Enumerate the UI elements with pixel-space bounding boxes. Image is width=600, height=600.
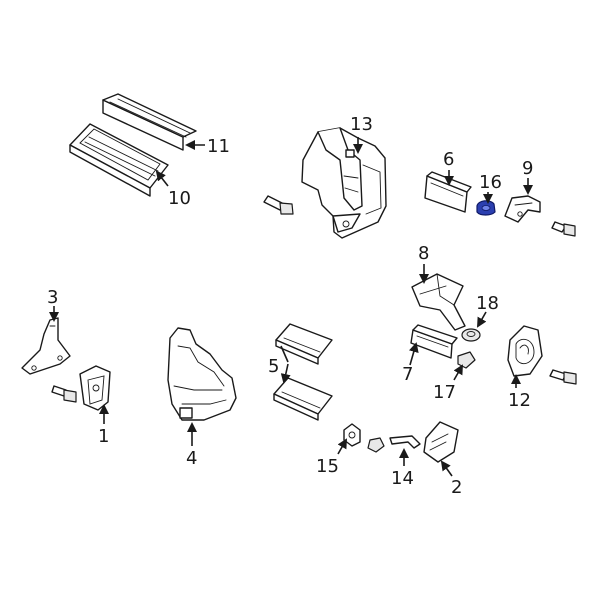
callout-10: 10 (168, 188, 191, 209)
callout-17: 17 (433, 382, 456, 403)
callout-9: 9 (522, 158, 533, 179)
filter-element-part (69, 123, 169, 197)
callout-1: 1 (98, 426, 109, 447)
module-2-part (423, 421, 459, 463)
bolt-9-part (551, 221, 576, 237)
callout-labels: 11 10 13 6 16 9 8 18 7 17 12 3 1 4 5 15 … (47, 114, 533, 498)
bracket-3-part (21, 317, 71, 375)
callout-18: 18 (476, 293, 499, 314)
bolt-13-part (263, 195, 294, 215)
callout-14: 14 (391, 468, 414, 489)
duct-8-part (411, 273, 466, 331)
callout-5: 5 (268, 356, 279, 377)
bolt-1-part (51, 385, 77, 403)
callout-2: 2 (451, 477, 462, 498)
callout-12: 12 (508, 390, 531, 411)
heater-housing-part (301, 127, 387, 239)
bracket-9-part (504, 195, 541, 223)
core-5-lower-part (273, 377, 333, 421)
callout-8: 8 (418, 243, 429, 264)
hose-14-part (367, 435, 421, 453)
filter-frame-part (102, 93, 197, 151)
callout-6: 6 (443, 149, 454, 170)
leader-lines (49, 137, 533, 477)
grommet-18-part (461, 328, 481, 342)
actuator-15-part (343, 423, 361, 447)
callout-7: 7 (402, 364, 413, 385)
callout-13: 13 (350, 114, 373, 135)
clip-16-highlighted-part (476, 200, 496, 216)
callout-3: 3 (47, 287, 58, 308)
callout-4: 4 (186, 448, 197, 469)
clip-17-part (457, 351, 476, 369)
callout-15: 15 (316, 456, 339, 477)
flap-7-part (410, 324, 458, 359)
callout-16: 16 (479, 172, 502, 193)
callout-11: 11 (207, 136, 230, 157)
case-4-part (167, 327, 237, 421)
cover-6-part (424, 171, 472, 213)
core-5-upper-part (275, 323, 333, 365)
mount-1-part (79, 365, 111, 411)
bolt-12-part (549, 369, 577, 385)
motor-12-part (507, 325, 543, 377)
